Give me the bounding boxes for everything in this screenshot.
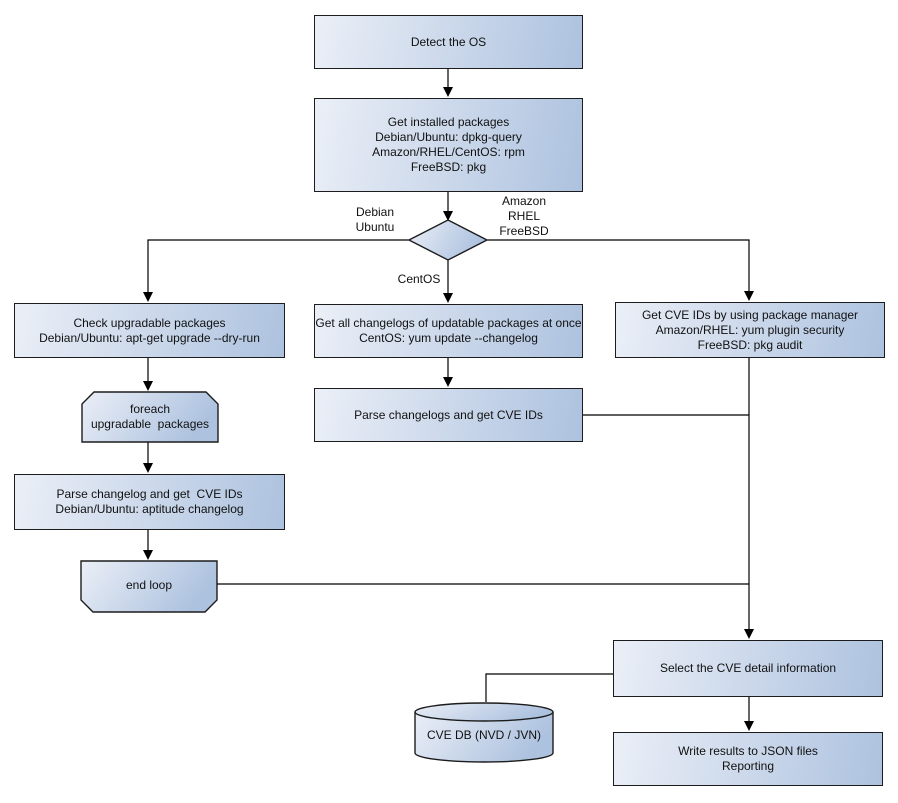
node-select-cve-detail-label: Select the CVE detail information (659, 661, 837, 675)
database-cylinder (414, 702, 554, 763)
node-get-installed-packages-label: Get installed packages Debian/Ubuntu: dp… (372, 115, 525, 174)
arrowhead (744, 629, 754, 639)
node-detect-os-label: Detect the OS (410, 34, 487, 49)
node-write-results: Write results to JSON files Reporting (613, 732, 883, 786)
arrowheads (143, 87, 754, 731)
loop-start-shape (81, 391, 219, 443)
arrowhead (143, 463, 153, 473)
node-parse-changelog-debian: Parse changelog and get CVE IDs Debian/U… (14, 474, 285, 530)
arrowhead (143, 292, 153, 302)
loop-end-shape (80, 560, 218, 613)
connector-decision-left (147, 239, 409, 293)
arrowhead (443, 87, 453, 97)
node-parse-changelogs-centos: Parse changelogs and get CVE IDs (314, 388, 583, 442)
node-cve-db-label: CVE DB (NVD / JVN) (426, 727, 541, 742)
node-foreach-upgradable-packages: foreach upgradable packages (82, 394, 218, 440)
node-write-results-label: Write results to JSON files Reporting (678, 744, 818, 773)
arrowhead (143, 381, 153, 391)
connector-decision-right (487, 239, 750, 292)
branch-label-debian-ubuntu: Debian Ubuntu (355, 205, 395, 234)
arrowhead (744, 291, 754, 301)
node-get-installed-packages: Get installed packages Debian/Ubuntu: dp… (314, 98, 583, 192)
node-get-all-changelogs-label: Get all changelogs of updatable packages… (315, 316, 582, 345)
node-parse-changelogs-centos-label: Parse changelogs and get CVE IDs (354, 407, 543, 422)
flow-connectors (147, 69, 750, 722)
connector-cvedb-to-select (485, 673, 613, 702)
node-get-all-changelogs: Get all changelogs of updatable packages… (314, 304, 583, 358)
branch-label-centos: CentOS (397, 272, 441, 286)
node-get-cve-ids-package-manager: Get CVE IDs by using package manager Ama… (615, 302, 885, 358)
node-detect-os: Detect the OS (314, 15, 583, 69)
branch-label-amazon-rhel-freebsd: Amazon RHEL FreeBSD (499, 194, 549, 238)
node-check-upgradable-packages: Check upgradable packages Debian/Ubuntu:… (14, 303, 285, 358)
node-get-cve-ids-package-manager-label: Get CVE IDs by using package manager Ama… (641, 307, 859, 352)
node-foreach-label: foreach upgradable packages (90, 402, 210, 431)
arrowhead (443, 377, 453, 387)
node-select-cve-detail: Select the CVE detail information (613, 640, 883, 697)
arrowhead (143, 550, 153, 560)
arrowhead (443, 293, 453, 303)
node-end-loop: end loop (81, 563, 217, 607)
os-decision-diamond (407, 219, 489, 261)
node-check-upgradable-packages-label: Check upgradable packages Debian/Ubuntu:… (39, 315, 260, 345)
node-end-loop-label: end loop (125, 577, 173, 592)
arrowhead (744, 721, 754, 731)
arrowhead (443, 211, 453, 221)
node-parse-changelog-debian-label: Parse changelog and get CVE IDs Debian/U… (55, 487, 244, 516)
node-cve-db: CVE DB (NVD / JVN) (415, 718, 553, 752)
